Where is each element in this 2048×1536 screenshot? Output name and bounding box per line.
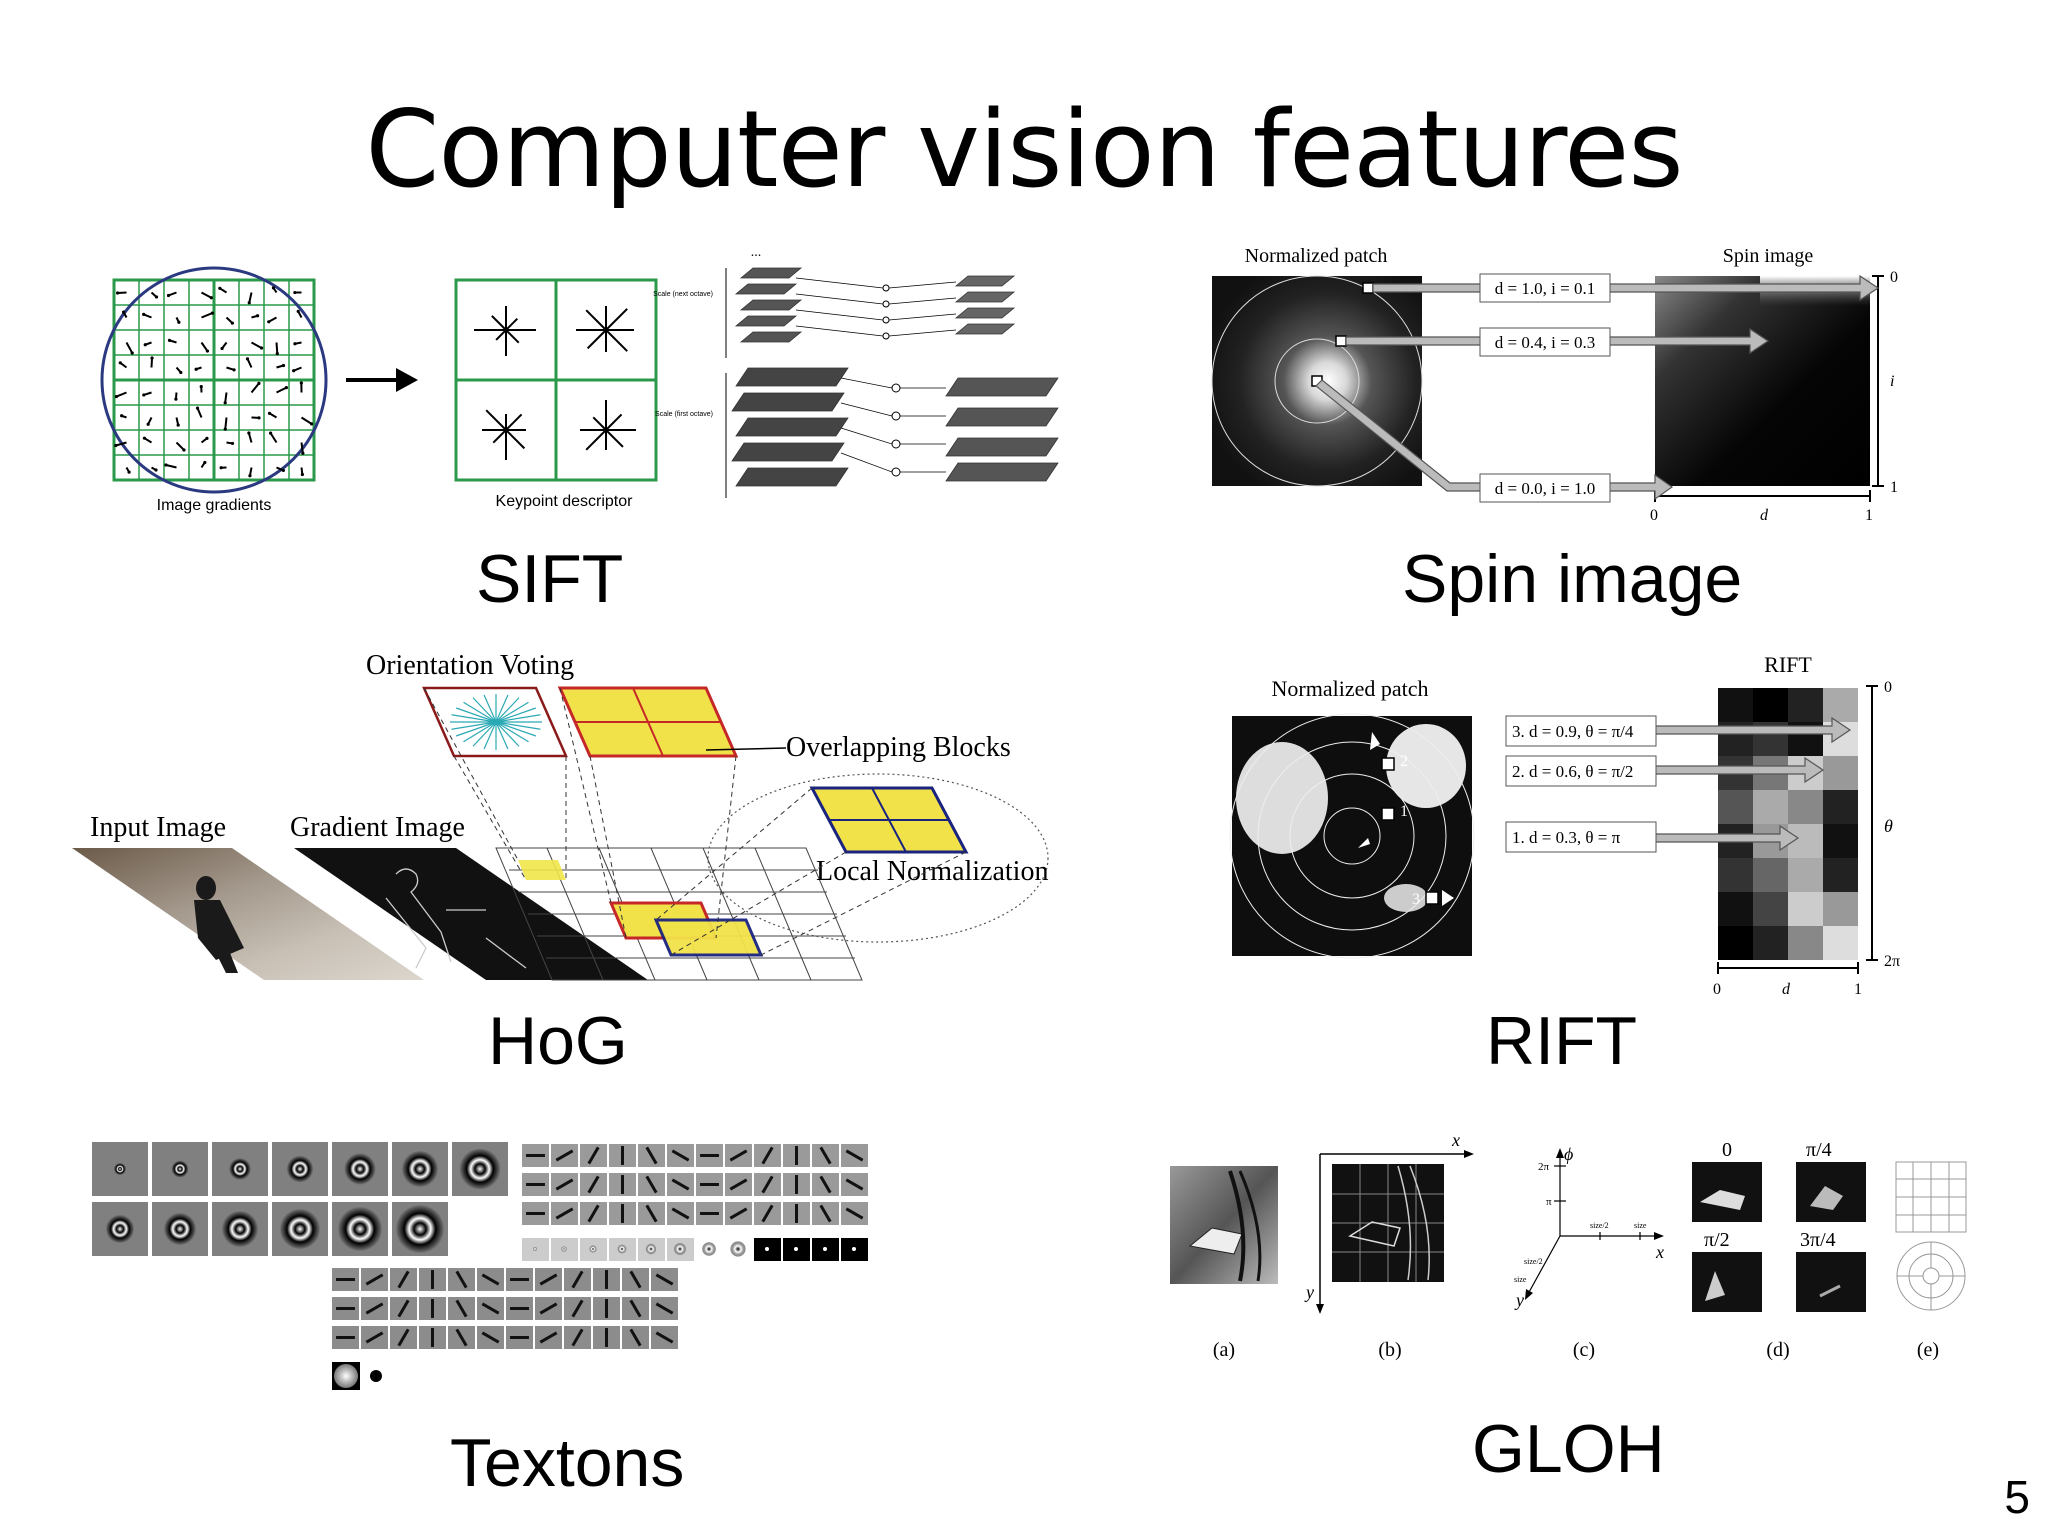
rift-tick-0-bottom: 0 (1713, 981, 1721, 998)
spin-axis-i: i (1890, 373, 1894, 390)
gloh-panel-d (1692, 1162, 1866, 1312)
gloh-orient-3pi4: 3π/4 (1800, 1229, 1836, 1251)
overlapping-blocks (557, 686, 739, 758)
spin-patch-label: Normalized patch (1245, 245, 1388, 267)
gloh-axis-phi: ϕ (1564, 1144, 1573, 1164)
rift-point-3: 3 (1412, 891, 1420, 908)
input-image (72, 848, 424, 980)
rift-label: RIFT (1764, 652, 1812, 677)
gloh-orient-pi4: π/4 (1806, 1139, 1832, 1161)
gloh-c-pi: π (1546, 1196, 1552, 1208)
gloh-axis-y-c: y (1514, 1290, 1524, 1310)
rift-patch-label: Normalized patch (1272, 676, 1429, 701)
gloh-panel-e (1895, 1161, 1967, 1311)
spin-tick-0-right: 0 (1890, 269, 1898, 286)
rift-annotation-1: 3. d = 0.9, θ = π/4 (1512, 722, 1634, 741)
rift-tick-2pi: 2π (1884, 953, 1900, 970)
gloh-c-size-y: size (1514, 1275, 1527, 1284)
spin-image-caption: Spin image (1402, 541, 1743, 617)
gloh-label-c: (c) (1573, 1339, 1595, 1361)
input-image-label: Input Image (90, 812, 226, 843)
rift-normalized-patch (1229, 713, 1475, 959)
keypoint-descriptor (454, 278, 658, 482)
sift-caption: SIFT (476, 541, 624, 617)
hog-figure: Orientation Voting Overlapping Blocks In… (66, 648, 1096, 984)
rift-tick-1-bottom: 1 (1854, 981, 1862, 998)
gradient-image (294, 848, 648, 980)
textons-caption: Textons (450, 1425, 685, 1501)
gloh-panel-a (1170, 1166, 1278, 1284)
gloh-c-size2-y: size/2 (1524, 1257, 1543, 1266)
spin-annotation-1: d = 1.0, i = 0.1 (1495, 279, 1595, 298)
gloh-axis-x-c: x (1655, 1242, 1664, 1262)
spin-tick-1-right: 1 (1890, 479, 1898, 496)
gloh-label-e: (e) (1917, 1339, 1939, 1361)
gloh-label-b: (b) (1378, 1339, 1401, 1361)
overlapping-blocks-label: Overlapping Blocks (786, 732, 1011, 763)
gloh-c-2pi: 2π (1538, 1161, 1550, 1173)
image-gradients-label: Image gradients (157, 497, 272, 514)
hog-caption: HoG (488, 1003, 628, 1079)
gloh-orient-pi2: π/2 (1704, 1229, 1730, 1251)
rift-axis-d: d (1782, 981, 1791, 998)
spin-annotation-2: d = 0.4, i = 0.3 (1495, 333, 1595, 352)
gloh-c-size2-x: size/2 (1590, 1221, 1609, 1230)
gloh-caption: GLOH (1472, 1411, 1665, 1487)
image-gradients-grid (100, 266, 328, 494)
spin-image-plot (1654, 275, 1884, 502)
gloh-label-d: (d) (1766, 1339, 1789, 1361)
scale-first-label: Scale (first octave) (655, 411, 713, 418)
slide-title: Computer vision features (365, 88, 1683, 211)
rift-point-2: 2 (1400, 753, 1408, 770)
gradient-image-label: Gradient Image (290, 812, 465, 843)
rift-annotation-2: 2. d = 0.6, θ = π/2 (1512, 762, 1633, 781)
right-arrow-icon (346, 368, 418, 392)
rift-tick-0: 0 (1884, 679, 1892, 696)
gloh-axis-x-b: x (1451, 1130, 1460, 1150)
scale-next-label: Scale (next octave) (653, 291, 713, 298)
gloh-panel-c (1527, 1154, 1658, 1295)
rift-annotation-3: 1. d = 0.3, θ = π (1512, 828, 1621, 847)
gloh-figure: x y ϕ x y 2π π size/2 size size/2 size (1160, 1126, 1980, 1376)
person-silhouette (194, 876, 244, 973)
spin-image-label: Spin image (1723, 245, 1814, 267)
spin-axis-d: d (1760, 507, 1769, 524)
gloh-orient-0: 0 (1722, 1139, 1732, 1161)
gloh-panel-b (1316, 1150, 1474, 1314)
gloh-label-a: (a) (1213, 1339, 1235, 1361)
pyramid-dots: ... (751, 248, 762, 260)
local-normalization-label: Local Normalization (816, 856, 1048, 887)
spin-normalized-patch (1211, 275, 1423, 487)
page-number: 5 (2004, 1471, 2030, 1523)
spin-image-figure: Normalized patch Spin image (1200, 240, 1930, 530)
textons-figure (92, 1142, 892, 1392)
rift-axis-theta: θ (1884, 816, 1893, 836)
orientation-voting-label: Orientation Voting (366, 650, 574, 681)
scale-pyramid (725, 267, 1059, 498)
sift-figure: Image gradients Keypoint descriptor ... … (96, 245, 1086, 518)
rift-figure: Normalized patch RIFT 1 2 3 (1220, 648, 1920, 1008)
gloh-c-size-x: size (1634, 1221, 1647, 1230)
spin-tick-1-bottom: 1 (1865, 507, 1873, 524)
rift-point-1: 1 (1400, 803, 1408, 820)
spin-tick-0-bottom: 0 (1650, 507, 1658, 524)
rift-caption: RIFT (1486, 1003, 1638, 1079)
spin-annotation-3: d = 0.0, i = 1.0 (1495, 479, 1595, 498)
gloh-axis-y-b: y (1304, 1282, 1314, 1302)
keypoint-descriptor-label: Keypoint descriptor (496, 493, 634, 510)
local-normalization-block (809, 786, 969, 854)
gradient-edges (385, 868, 527, 969)
